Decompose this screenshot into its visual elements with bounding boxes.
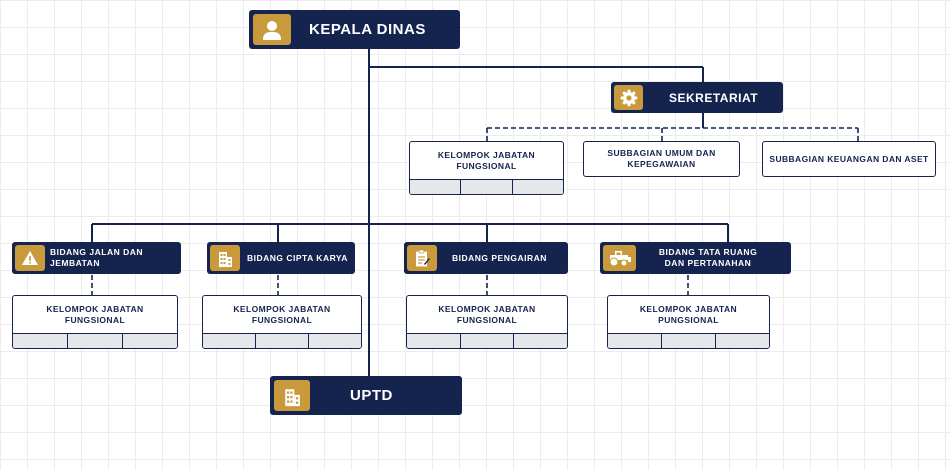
bidang-cipta-karya-box: BIDANG CIPTA KARYA <box>207 242 355 274</box>
sekretariat-jabatan-fungsional-label: KELOMPOK JABATAN FUNGSIONAL <box>437 149 536 171</box>
subbagian-keuangan-box: SUBBAGIAN KEUANGAN DAN ASET <box>762 141 936 177</box>
tractor-icon <box>603 245 636 271</box>
bidang-jalan-kelompok-label: KELOMPOK JABATAN FUNGSIONAL <box>46 303 144 325</box>
bidang-pengairan-kelompok-card: KELOMPOK JABATAN FUNGSIONAL <box>406 295 568 349</box>
bidang-jalan-kelompok-card: KELOMPOK JABATAN FUNGSIONAL <box>12 295 178 349</box>
bidang-tata-ruang-kelompok-card: KELOMPOK JABATAN PUNGSIONAL <box>607 295 770 349</box>
gear-icon <box>614 85 643 110</box>
bidang-cipta-karya-kelompok-label: KELOMPOK JABATAN FUNGSIONAL <box>233 303 331 325</box>
card-cells <box>13 333 177 348</box>
road-warning-icon <box>15 245 45 271</box>
kepala-dinas-label: KEPALA DINAS <box>309 21 426 38</box>
bidang-tata-ruang-label: BIDANG TATA RUANG DAN PERTANAHAN <box>658 247 758 268</box>
sekretariat-box: SEKRETARIAT <box>611 82 783 113</box>
kepala-dinas-box: KEPALA DINAS <box>249 10 460 49</box>
sekretariat-label: SEKRETARIAT <box>669 90 759 105</box>
building-icon <box>210 245 240 271</box>
card-cells <box>410 179 563 194</box>
card-cells <box>203 333 361 348</box>
bidang-jalan-label: BIDANG JALAN DAN JEMBATAN <box>50 247 143 268</box>
bidang-cipta-karya-kelompok-card: KELOMPOK JABATAN FUNGSIONAL <box>202 295 362 349</box>
bidang-pengairan-kelompok-label: KELOMPOK JABATAN FUNGSIONAL <box>438 303 536 325</box>
card-cells <box>608 333 769 348</box>
bidang-jalan-box: BIDANG JALAN DAN JEMBATAN <box>12 242 181 274</box>
subbagian-keuangan-label: SUBBAGIAN KEUANGAN DAN ASET <box>769 153 929 164</box>
bidang-tata-ruang-box: BIDANG TATA RUANG DAN PERTANAHAN <box>600 242 791 274</box>
card-cells <box>407 333 567 348</box>
building-icon <box>274 380 310 411</box>
bidang-pengairan-box: BIDANG PENGAIRAN <box>404 242 568 274</box>
clipboard-icon <box>407 245 437 271</box>
subbagian-umum-label: SUBBAGIAN UMUM DAN KEPEGAWAIAN <box>607 148 716 169</box>
sekretariat-jabatan-fungsional-card: KELOMPOK JABATAN FUNGSIONAL <box>409 141 564 195</box>
bidang-tata-ruang-kelompok-label: KELOMPOK JABATAN PUNGSIONAL <box>639 303 738 325</box>
uptd-label: UPTD <box>350 387 393 404</box>
subbagian-umum-box: SUBBAGIAN UMUM DAN KEPEGAWAIAN <box>583 141 740 177</box>
person-icon <box>253 14 291 45</box>
uptd-box: UPTD <box>270 376 462 415</box>
bidang-cipta-karya-label: BIDANG CIPTA KARYA <box>247 252 348 263</box>
bidang-pengairan-label: BIDANG PENGAIRAN <box>452 252 547 263</box>
